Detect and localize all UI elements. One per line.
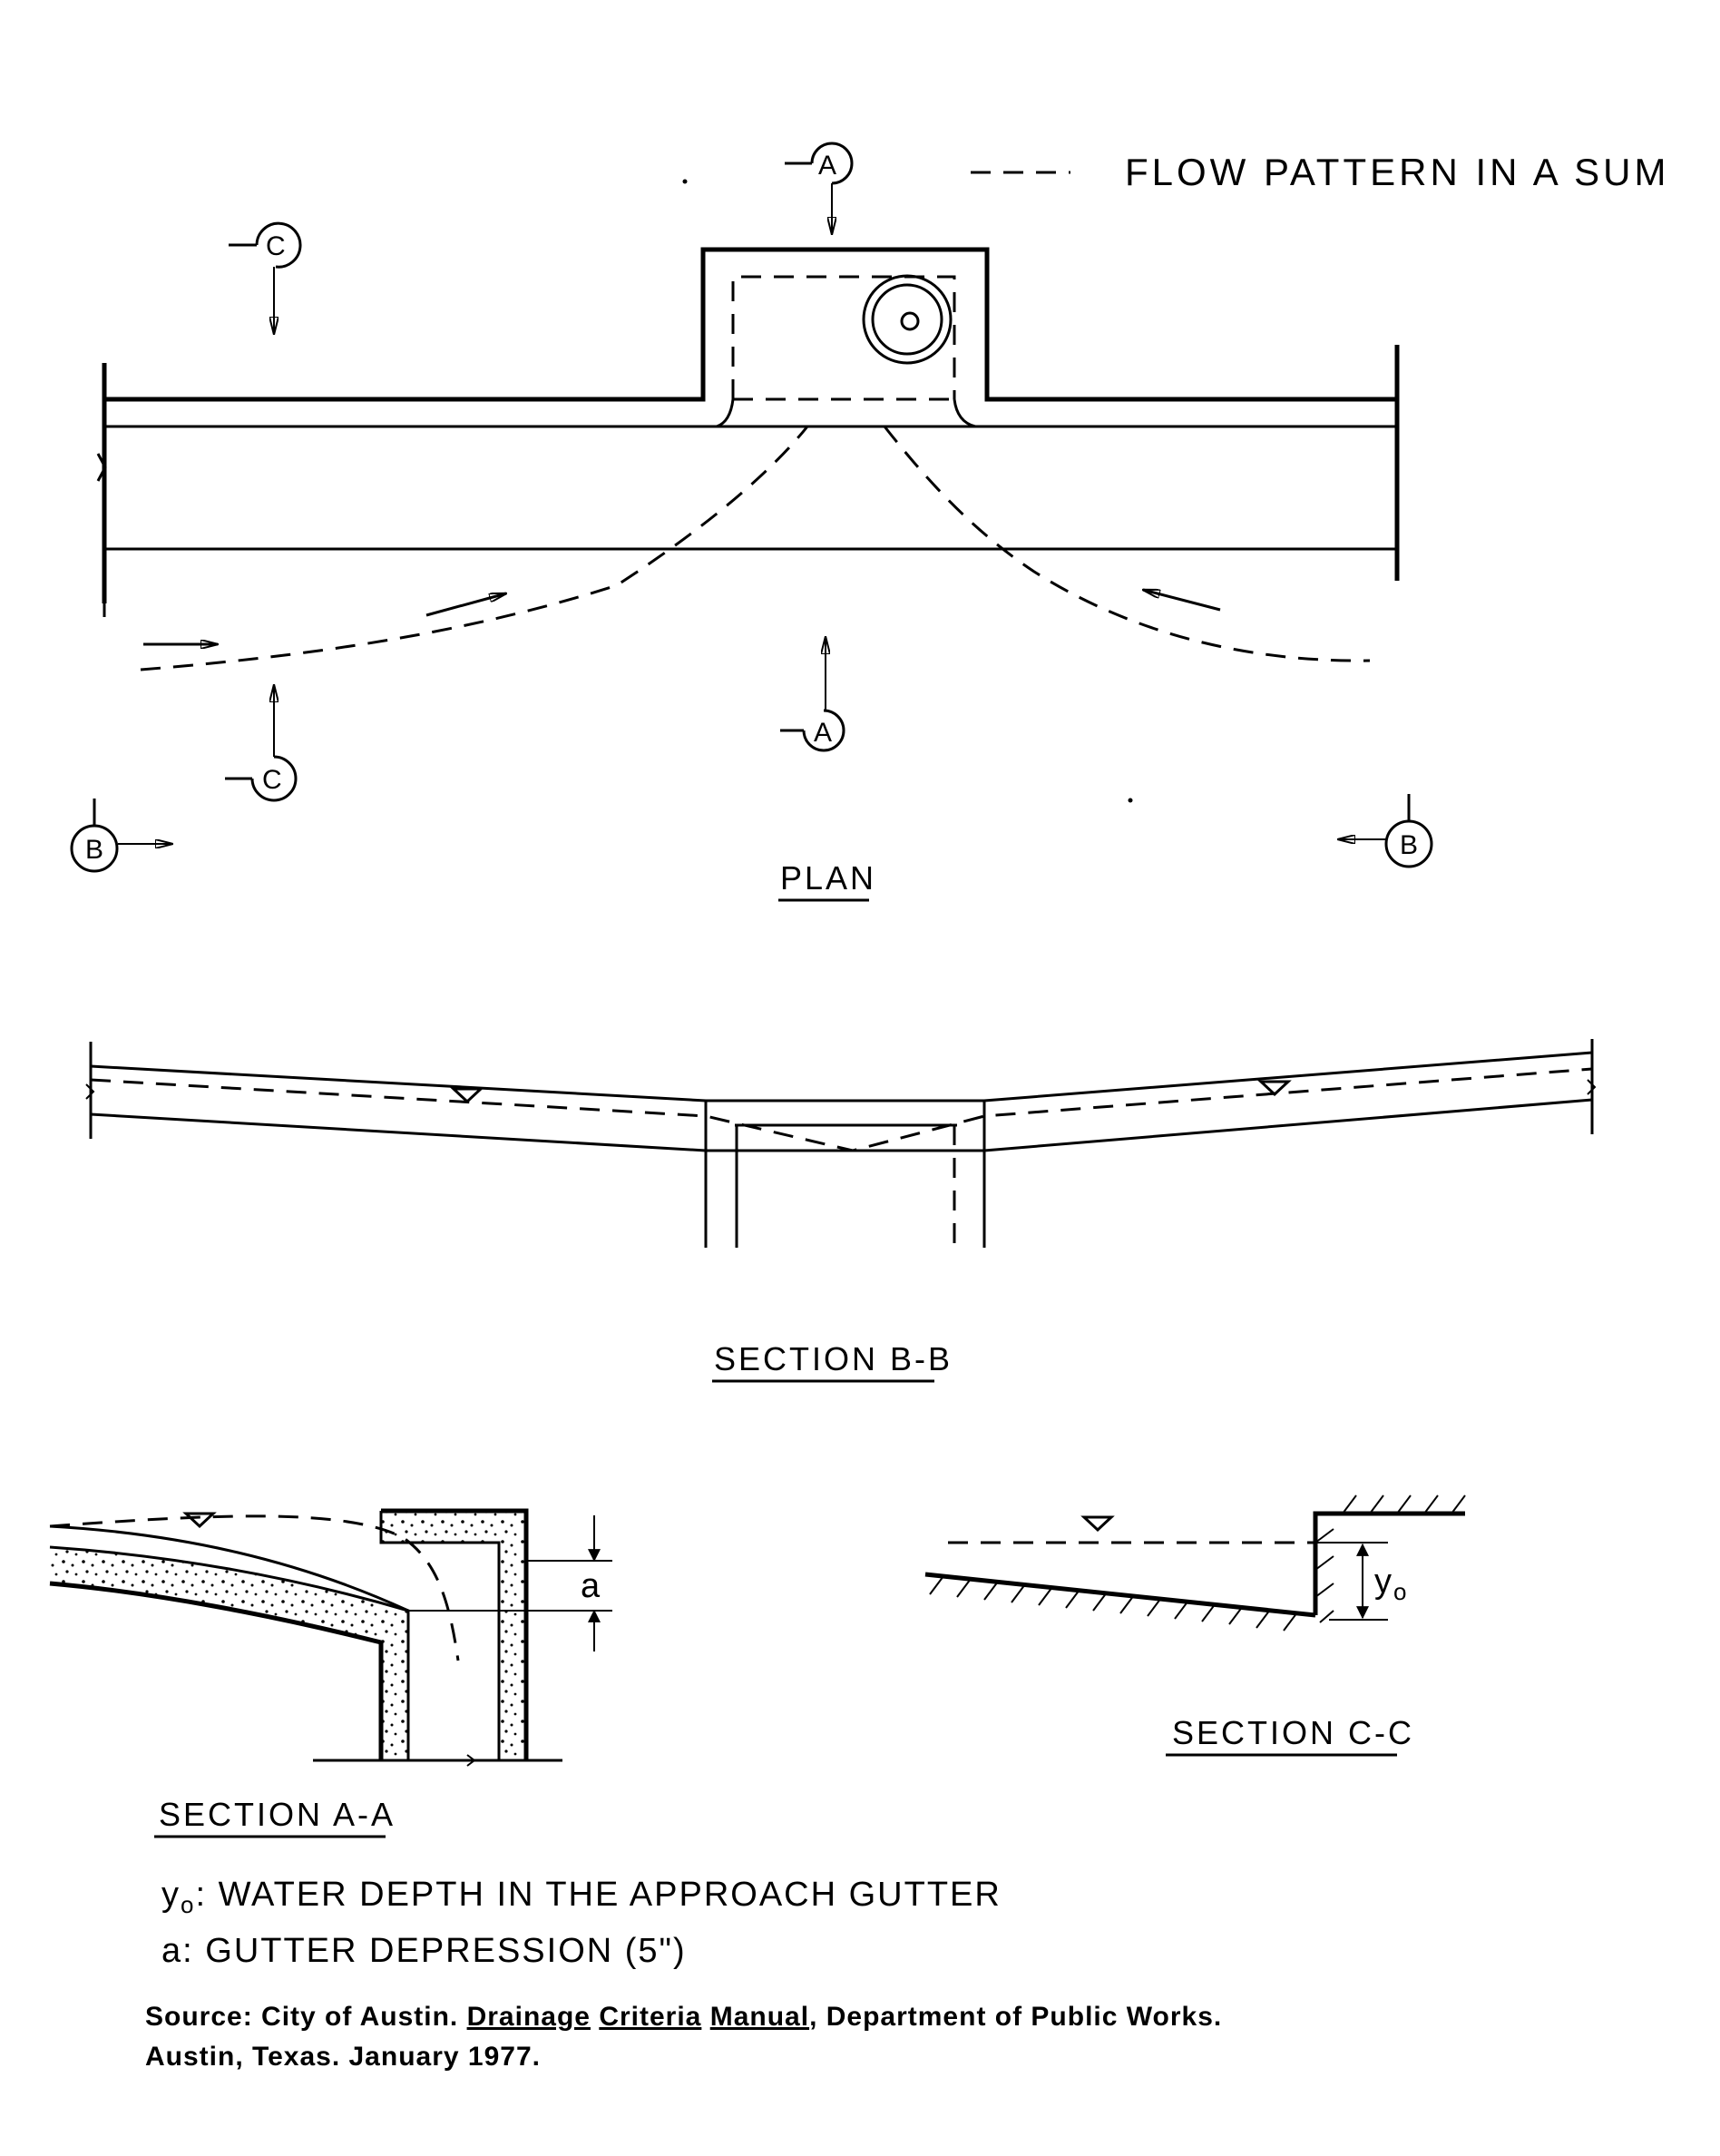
aa-break bbox=[466, 1754, 476, 1767]
flow-pattern-right bbox=[883, 426, 1371, 662]
aa-slab-fill bbox=[50, 1547, 408, 1760]
source-line-1: Source: City of Austin. Drainage Criteri… bbox=[145, 2002, 1222, 2032]
cut-marker-c-top: C bbox=[229, 221, 302, 334]
bb-top-surface bbox=[90, 1051, 1593, 1102]
flow-pattern-left bbox=[140, 426, 809, 671]
aa-flow-line bbox=[49, 1514, 460, 1661]
bb-water-surface bbox=[90, 1067, 1593, 1152]
cut-label-a-bottom: A bbox=[814, 718, 832, 748]
section-bb bbox=[85, 1039, 1597, 1248]
source-citation: Source: City of Austin. Drainage Criteri… bbox=[145, 2002, 1222, 2072]
inlet-flare-left bbox=[716, 398, 735, 428]
section-bb-title: SECTION B-B bbox=[714, 1340, 953, 1377]
cut-marker-c-bottom: C bbox=[225, 685, 298, 802]
aa-approach-line bbox=[49, 1524, 409, 1612]
water-level-symbol bbox=[1257, 1080, 1292, 1097]
aa-slab-top bbox=[49, 1545, 410, 1760]
aa-curb-outer bbox=[381, 1508, 529, 1760]
plan-title: PLAN bbox=[780, 859, 876, 897]
section-cc: yo bbox=[924, 1494, 1466, 1632]
bb-left-break bbox=[85, 1083, 95, 1100]
water-level-symbol bbox=[1080, 1515, 1115, 1533]
cut-marker-b-right: B bbox=[1338, 794, 1433, 868]
cut-marker-b-left: B bbox=[70, 799, 172, 873]
section-aa: a bbox=[49, 1508, 612, 1767]
aa-slab-bottom bbox=[49, 1581, 384, 1760]
section-aa-title: SECTION A-A bbox=[159, 1796, 396, 1833]
cc-ground-hatch bbox=[929, 1575, 1298, 1632]
manhole-center bbox=[900, 311, 920, 331]
plan-view bbox=[96, 179, 1400, 803]
cut-label-b-left: B bbox=[85, 835, 103, 865]
aa-curb-fill bbox=[381, 1511, 526, 1760]
aa-curb-inner bbox=[379, 1511, 501, 1760]
dot bbox=[682, 179, 688, 184]
curb-line bbox=[104, 247, 1397, 402]
flow-arrow-3 bbox=[1143, 588, 1221, 612]
legend: FLOW PATTERN IN A SUM bbox=[971, 151, 1670, 193]
water-level-symbol bbox=[450, 1087, 484, 1104]
dim-a-label: a bbox=[581, 1567, 601, 1605]
water-level-symbol bbox=[182, 1512, 217, 1529]
cc-curb bbox=[1313, 1511, 1465, 1615]
section-cc-title: SECTION C-C bbox=[1172, 1714, 1414, 1751]
cut-label-c-top: C bbox=[266, 231, 286, 261]
cut-label-c-bottom: C bbox=[262, 765, 282, 795]
legend-text: FLOW PATTERN IN A SUM bbox=[1125, 151, 1670, 193]
bb-bottom-surface bbox=[90, 1098, 1593, 1152]
cut-marker-a-bottom: A bbox=[780, 637, 845, 752]
cc-gutter-surface bbox=[924, 1572, 1316, 1618]
dim-y-label: yo bbox=[1374, 1563, 1408, 1605]
dot bbox=[1128, 798, 1133, 803]
note-a: a: GUTTER DEPRESSION (5") bbox=[161, 1932, 687, 1970]
source-line-2: Austin, Texas. January 1977. bbox=[145, 2042, 541, 2072]
note-y: yo: WATER DEPTH IN THE APPROACH GUTTER bbox=[161, 1876, 1002, 1918]
bb-right-break bbox=[1587, 1079, 1597, 1095]
flow-arrow-2 bbox=[425, 592, 506, 617]
left-break bbox=[96, 453, 107, 617]
cut-label-a-top: A bbox=[818, 151, 836, 181]
cut-label-b-right: B bbox=[1400, 830, 1418, 860]
notes: yo: WATER DEPTH IN THE APPROACH GUTTER a… bbox=[161, 1876, 1002, 1970]
inlet-inner-box bbox=[731, 275, 956, 399]
manhole-outer bbox=[862, 274, 953, 365]
cc-curb-hatch bbox=[1314, 1494, 1466, 1623]
cut-marker-a-top: A bbox=[785, 142, 854, 234]
manhole-inner bbox=[871, 283, 943, 356]
inlet-flare-right bbox=[953, 398, 976, 428]
